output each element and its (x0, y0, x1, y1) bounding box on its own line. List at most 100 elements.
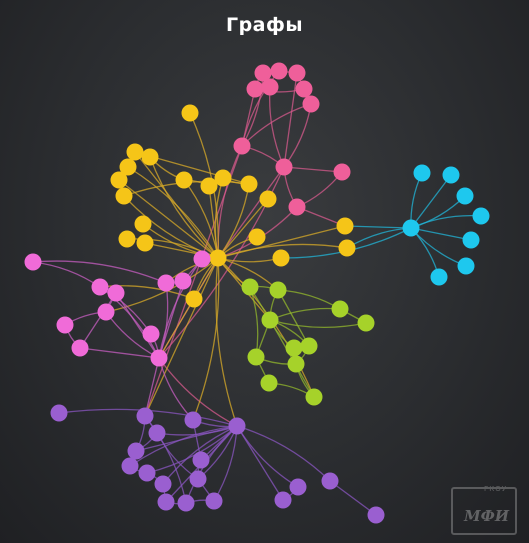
graph-edge (236, 425, 299, 488)
graph-nodes (24, 62, 490, 524)
graph-edge (158, 357, 238, 427)
graph-node-purple (192, 451, 210, 469)
graph-edge (118, 179, 219, 259)
graph-node-purple (367, 506, 385, 524)
graph-node-yellow (115, 187, 133, 205)
graph-edge (346, 227, 412, 249)
watermark-logo: ГКОУ МФИ (449, 485, 517, 535)
graph-node-lightpink (91, 278, 109, 296)
graph-node-purple (138, 464, 156, 482)
graph-edge (162, 425, 238, 485)
graph-node-purple (127, 442, 145, 460)
graph-node-pink (333, 163, 351, 181)
graph-node-yellow (338, 239, 356, 257)
graph-node-pink (246, 80, 264, 98)
graph-node-purple (321, 472, 339, 490)
graph-node-lightpink (56, 316, 74, 334)
graph-edge (105, 257, 219, 313)
graph-edge (158, 258, 203, 359)
graph-node-cyan (456, 187, 474, 205)
graph-node-yellow (248, 228, 266, 246)
graph-node-purple (289, 478, 307, 496)
graph-node-green (241, 278, 259, 296)
graph-edge (158, 357, 194, 421)
graph-node-purple (205, 492, 223, 510)
graph-edge (158, 257, 219, 359)
graph-node-green (261, 311, 279, 329)
graph-node-green (247, 348, 265, 366)
graph-edge (283, 72, 298, 168)
graph-node-green (305, 388, 323, 406)
graph-edge (144, 257, 219, 417)
graph-node-lightpink (107, 284, 125, 302)
graph-node-yellow (118, 230, 136, 248)
graph-node-yellow (181, 104, 199, 122)
graph-node-green (300, 337, 318, 355)
graph-edge (410, 195, 466, 229)
graph-node-green (357, 314, 375, 332)
graph-node-lightpink (150, 349, 168, 367)
graph-edge (241, 70, 280, 147)
graph-edge (99, 285, 195, 300)
graph-node-yellow (272, 249, 290, 267)
graph-node-green (287, 355, 305, 373)
graph-node-yellow (214, 169, 232, 187)
graph-edge (126, 238, 219, 259)
graph-edge (32, 260, 167, 284)
page-title: Графы (225, 14, 304, 36)
graph-node-yellow (175, 171, 193, 189)
graph-edge (344, 225, 412, 229)
graph-node-pink (233, 137, 251, 155)
graph-node-yellow (136, 234, 154, 252)
graph-node-purple (50, 404, 68, 422)
graph-node-pink (288, 198, 306, 216)
graph-edge (79, 292, 117, 349)
graph-node-lightpink (24, 253, 42, 271)
graph-edge (129, 425, 238, 467)
graph-edge (99, 286, 160, 359)
graph-node-cyan (402, 219, 420, 237)
graph-edge (410, 215, 482, 229)
graph-node-yellow (209, 249, 227, 267)
graph-edge (79, 347, 160, 359)
graph-edge (135, 425, 238, 452)
graph-node-cyan (472, 207, 490, 225)
graph-node-purple (121, 457, 139, 475)
graph-node-purple (136, 407, 154, 425)
graph-node-yellow (134, 215, 152, 233)
graph-node-pink (261, 78, 279, 96)
graph-edge (296, 171, 343, 208)
graph-node-pink (302, 95, 320, 113)
graph-node-pink (295, 80, 313, 98)
graph-node-purple (148, 424, 166, 442)
graph-edge (185, 425, 238, 504)
graph-node-pink (270, 62, 288, 80)
graph-edge (149, 156, 219, 259)
graph-edge (269, 86, 285, 168)
graph-edge (236, 425, 331, 482)
graph-node-purple (184, 411, 202, 429)
graph-edge (144, 357, 160, 417)
graph-edge (269, 307, 341, 321)
graph-node-green (260, 374, 278, 392)
graph-node-cyan (442, 166, 460, 184)
graph-edge (144, 415, 187, 504)
graph-edge (283, 166, 343, 173)
graph-node-green (285, 339, 303, 357)
graph-edge (32, 261, 101, 288)
graph-edge (329, 480, 377, 516)
graph-node-pink (288, 64, 306, 82)
graph-node-lightpink (97, 303, 115, 321)
graph-node-lightpink (71, 339, 89, 357)
graph-node-yellow (240, 175, 258, 193)
graph-node-lightpink (174, 272, 192, 290)
graph-node-yellow (110, 171, 128, 189)
graph-node-cyan (457, 257, 475, 275)
graph-node-purple (189, 470, 207, 488)
graph-node-green (331, 300, 349, 318)
graph-node-cyan (430, 268, 448, 286)
logo-frame (451, 487, 517, 535)
graph-node-green (269, 281, 287, 299)
graph-node-pink (275, 158, 293, 176)
graph-node-yellow (126, 143, 144, 161)
